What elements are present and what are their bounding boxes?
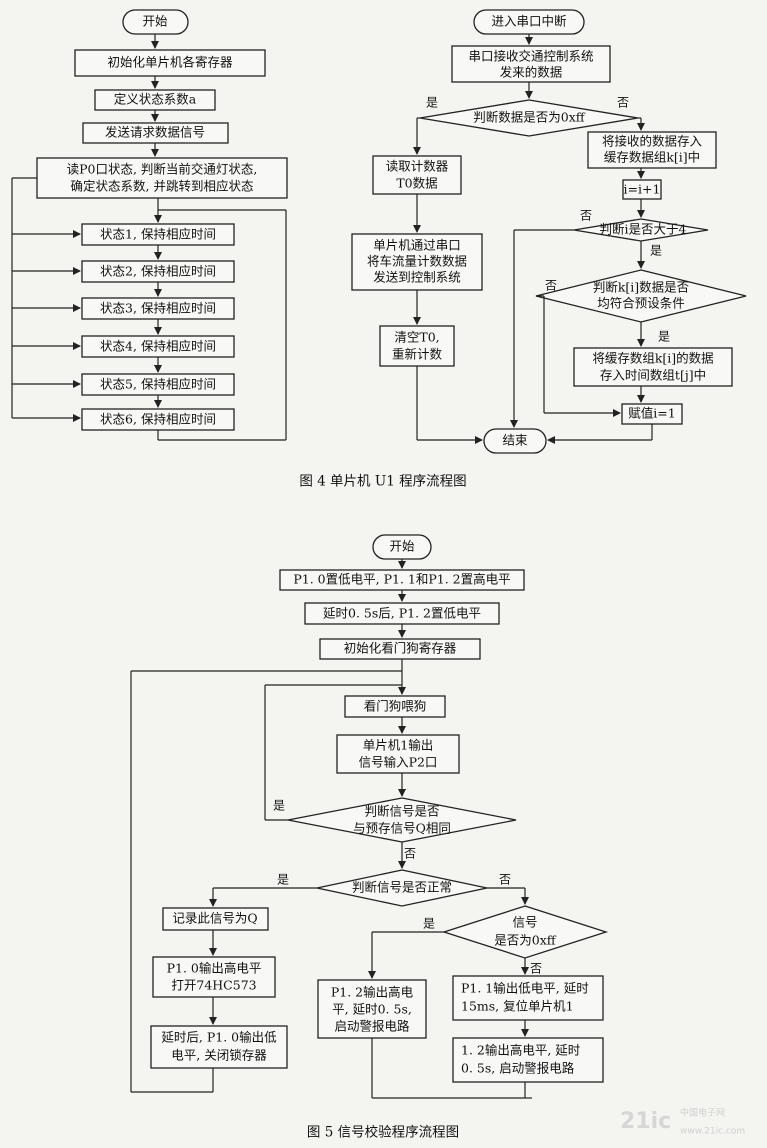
fig5-record-q-box <box>162 907 269 931</box>
fig4-state-label: 状态4, 保持相应时间 <box>100 339 216 354</box>
fig5-alarm-a-line1: P1. 2输出高电 <box>331 985 414 1000</box>
fig5-caption: 图 5 信号校验程序流程图 <box>307 1124 459 1141</box>
fig5-u1-output-line1: 单片机1输出 <box>363 738 433 753</box>
fig4-end-terminal <box>483 428 547 454</box>
fig5-no-label: 否 <box>499 873 511 887</box>
fig4-state-label: 状态1, 保持相应时间 <box>100 227 216 242</box>
fig4-send-count-line1: 单片机通过串口 <box>373 238 461 253</box>
fig4-inc-i-label: i=i+1 <box>624 182 661 197</box>
fig5-alarm-a-line3: 启动警报电路 <box>334 1019 410 1034</box>
fig4-recv-box <box>451 45 611 83</box>
fig4-assign-i-label: 赋值i=1 <box>628 406 675 421</box>
fig5-judge-same-line1: 判断信号是否 <box>364 804 439 819</box>
fig4-read-p0-line2: 确定状态系数, 并跳转到相应状态 <box>71 179 254 194</box>
fig4-start-label: 开始 <box>142 14 168 29</box>
fig5-reset-b-box <box>452 975 604 1021</box>
fig5-yes-label: 是 <box>273 799 285 813</box>
fig4-send-count-line3: 发送到控制系统 <box>373 270 461 285</box>
fig4-clear-t0-line1: 清空T0, <box>394 330 439 345</box>
fig5-open-573-box <box>152 956 276 998</box>
fig4-store-time-line1: 将缓存数组k[i]的数据 <box>592 351 713 366</box>
fig5-init-wdt-box <box>319 638 481 660</box>
fig4-send-count-box <box>351 233 483 291</box>
fig5-feed-dog-label: 看门狗喂狗 <box>364 699 427 714</box>
fig5-reset-b-line1: P1. 1输出低电平, 延时 <box>461 981 589 996</box>
fig4-read-p0-box <box>36 157 288 199</box>
fig4-clear-t0-line2: 重新计数 <box>392 347 443 362</box>
fig5-alarm-a-line2: 平, 延时0. 5s, <box>332 1002 412 1017</box>
fig4-left-flow: 开始 初始化单片机各寄存器 定义状态系数a 发送请求数据信号 读P0口状态, 判… <box>11 9 288 441</box>
fig5-judge-0xff-line2: 是否为0xff <box>494 933 557 948</box>
fig4-right-flow: 进入串口中断 串口接收交通控制系统 发来的数据 判断数据是否为0xff 是 否 … <box>351 9 747 454</box>
fig5-close-latch-box <box>150 1025 288 1069</box>
fig4-state-label: 状态5, 保持相应时间 <box>100 377 216 392</box>
fig5-judge-normal-diamond <box>316 869 488 907</box>
fig5-start-label: 开始 <box>389 539 415 554</box>
fig5-init-wdt-label: 初始化看门狗寄存器 <box>344 641 457 656</box>
fig4-store-time-box <box>573 347 733 387</box>
fig4-no-label: 否 <box>617 96 629 110</box>
watermark-cn-text: 中国电子网 <box>680 1107 725 1119</box>
watermark-logo-text: 21ic <box>620 1109 671 1134</box>
fig4-judge-i-label: 判断i是否大于4 <box>600 222 687 237</box>
fig4-read-p0-line1: 读P0口状态, 判断当前交通灯状态, <box>67 162 258 177</box>
fig5-judge-0xff-line1: 信号 <box>512 915 537 930</box>
fig4-store-buf-line2: 缓存数据组k[i]中 <box>604 150 700 165</box>
fig4-judge-0xff-label: 判断数据是否为0xff <box>473 110 586 125</box>
fig4-yes-label: 是 <box>650 244 662 258</box>
fig4-read-t0-line2: T0数据 <box>396 176 437 191</box>
fig5-yes-label: 是 <box>277 873 289 887</box>
fig4-recv-line1: 串口接收交通控制系统 <box>468 49 593 64</box>
fig5-open-573-line2: 打开74HC573 <box>171 978 256 993</box>
fig4-interrupt-label: 进入串口中断 <box>491 14 566 29</box>
fig4-yes-label: 是 <box>426 96 438 110</box>
fig4-caption: 图 4 单片机 U1 程序流程图 <box>299 474 466 490</box>
fig5-judge-normal-label: 判断信号是否正常 <box>352 880 452 895</box>
fig5-yes-label: 是 <box>423 917 435 931</box>
fig5-delay-label: 延时0. 5s后, P1. 2置低电平 <box>323 606 481 621</box>
fig4-init-regs-label: 初始化单片机各寄存器 <box>107 55 233 70</box>
fig4-end-label: 结束 <box>502 433 528 448</box>
fig4-judge-k-line1: 判断k[i]数据是否 <box>593 280 689 295</box>
fig4-store-time-line2: 存入时间数组t[j]中 <box>600 368 706 383</box>
fig4-judge-k-line2: 均符合预设条件 <box>597 296 685 311</box>
fig4-no-label: 否 <box>580 209 592 223</box>
fig5-open-573-line1: P1. 0输出高电平 <box>167 961 262 976</box>
fig4-send-count-line2: 将车流量计数数据 <box>367 254 467 269</box>
fig5-alarm-b-box <box>452 1037 604 1083</box>
fig4-send-request-label: 发送请求数据信号 <box>105 125 205 140</box>
fig5-u1-output-line2: 信号输入P2口 <box>359 755 438 770</box>
fig5-alarm-b-line1: 1. 2输出高电平, 延时 <box>461 1043 581 1058</box>
fig4-read-t0-box <box>372 155 462 195</box>
fig5-p10-low-label: P1. 0置低电平, P1. 1和P1. 2置高电平 <box>293 572 510 587</box>
fig5-no-label: 否 <box>404 847 416 861</box>
fig4-inc-i-box <box>622 179 662 200</box>
fig4-clear-t0-box <box>379 325 455 367</box>
fig5-alarm-b-line2: 0. 5s, 启动警报电路 <box>461 1061 575 1076</box>
fig4-yes-label: 是 <box>658 330 670 344</box>
fig4-state-label: 状态6, 保持相应时间 <box>100 412 216 427</box>
fig4-store-buf-line1: 将接收的数据存入 <box>602 134 703 149</box>
fig4-state-label: 状态3, 保持相应时间 <box>100 301 216 316</box>
fig4-define-coef-label: 定义状态系数a <box>114 92 197 107</box>
fig4-recv-line2: 发来的数据 <box>500 65 563 80</box>
watermark-logo: 21ic 中国电子网 www.21ic.com <box>620 1107 745 1137</box>
fig4-state-label: 状态2, 保持相应时间 <box>100 264 216 279</box>
fig4-no-label: 否 <box>545 279 557 293</box>
fig4-store-buf-box <box>587 131 717 169</box>
fig5-close-latch-line1: 延时后, P1. 0输出低 <box>161 1030 277 1045</box>
fig5-flow: 开始 P1. 0置低电平, P1. 1和P1. 2置高电平 延时0. 5s后, … <box>130 534 609 1099</box>
watermark-url-text: www.21ic.com <box>680 1127 745 1137</box>
fig4-read-t0-line1: 读取计数器 <box>386 159 449 174</box>
fig5-record-q-label: 记录此信号为Q <box>172 911 257 926</box>
fig5-u1-output-box <box>336 734 460 774</box>
fig4-judge-0xff-diamond <box>419 99 639 137</box>
fig5-reset-b-line2: 15ms, 复位单片机1 <box>461 999 574 1014</box>
fig5-judge-same-line2: 与预存信号Q相同 <box>353 821 451 836</box>
fig5-close-latch-line2: 电平, 关闭锁存器 <box>171 1048 267 1063</box>
fig4-init-regs-box <box>74 49 266 77</box>
fig5-no-label: 否 <box>530 962 542 976</box>
fig5-feed-dog-box <box>344 695 446 718</box>
